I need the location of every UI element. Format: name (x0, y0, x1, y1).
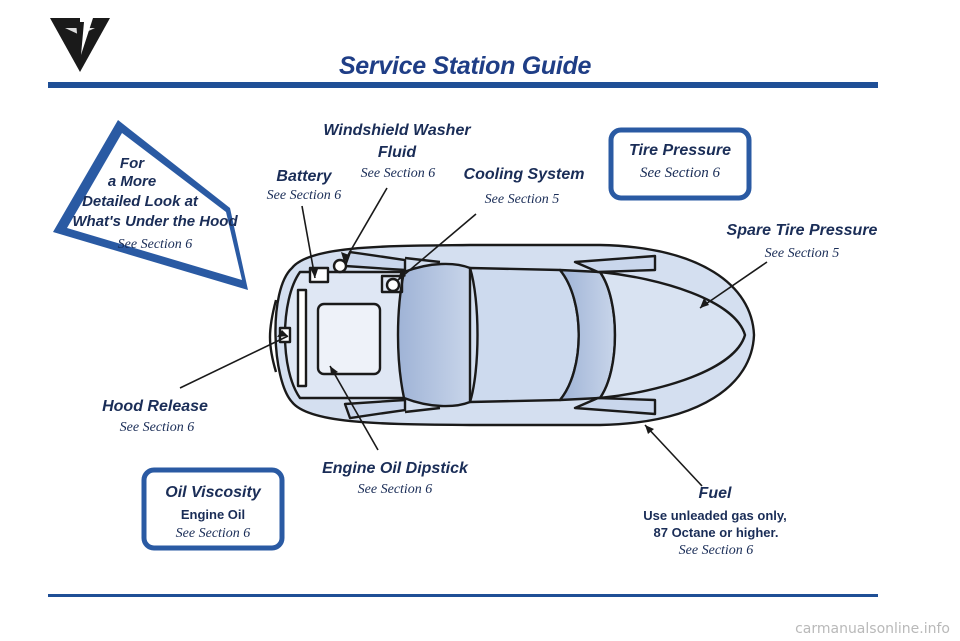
battery-section: See Section 6 (266, 188, 342, 203)
tire-pressure-box-frame (608, 127, 752, 201)
page-title: Service Station Guide (338, 52, 592, 80)
oil-viscosity-sub: Engine Oil (180, 507, 246, 522)
spare-tire-section: See Section 5 (764, 246, 840, 261)
cooling-system-label: Cooling System (463, 166, 585, 183)
arrow-line-3: Detailed Look at (82, 193, 198, 210)
fuel-line-1: Use unleaded gas only, (643, 508, 787, 523)
hood-release-label: Hood Release (102, 398, 208, 415)
cooling-system-section: See Section 5 (484, 192, 560, 207)
under-hood-arrow (53, 120, 248, 290)
oil-viscosity-label: Oil Viscosity (165, 484, 261, 501)
oil-viscosity-box-frame (141, 467, 285, 551)
engine-oil-dipstick-label: Engine Oil Dipstick (322, 460, 468, 477)
tire-pressure-label: Tire Pressure (629, 142, 731, 159)
footer-rule (48, 594, 878, 597)
fuel-line-2: 87 Octane or higher. (653, 525, 779, 540)
battery-label: Battery (276, 168, 332, 185)
leader-arrowheads (277, 252, 709, 434)
header-rule (48, 82, 878, 88)
watermark: carmanualsonline.info (795, 621, 950, 637)
arrow-line-2: a More (107, 173, 157, 190)
arrow-line-4: What's Under the Hood (72, 213, 238, 230)
car-top-view (268, 243, 756, 427)
arrow-section: See Section 6 (117, 237, 193, 252)
windshield-washer-label-1: Windshield Washer (323, 122, 471, 139)
fuel-section: See Section 6 (678, 543, 754, 558)
hood-release-section: See Section 6 (119, 420, 195, 435)
windshield-washer-section: See Section 6 (360, 166, 436, 181)
oil-viscosity-section: See Section 6 (175, 526, 251, 541)
fuel-label: Fuel (698, 485, 732, 502)
windshield-washer-label-2: Fluid (377, 144, 417, 161)
engine-oil-dipstick-section: See Section 6 (357, 482, 433, 497)
arrow-line-1: For (119, 155, 145, 172)
pontiac-logo-icon (50, 18, 110, 72)
leader-lines (179, 187, 768, 487)
spare-tire-label: Spare Tire Pressure (726, 222, 878, 239)
tire-pressure-section: See Section 6 (640, 165, 720, 181)
